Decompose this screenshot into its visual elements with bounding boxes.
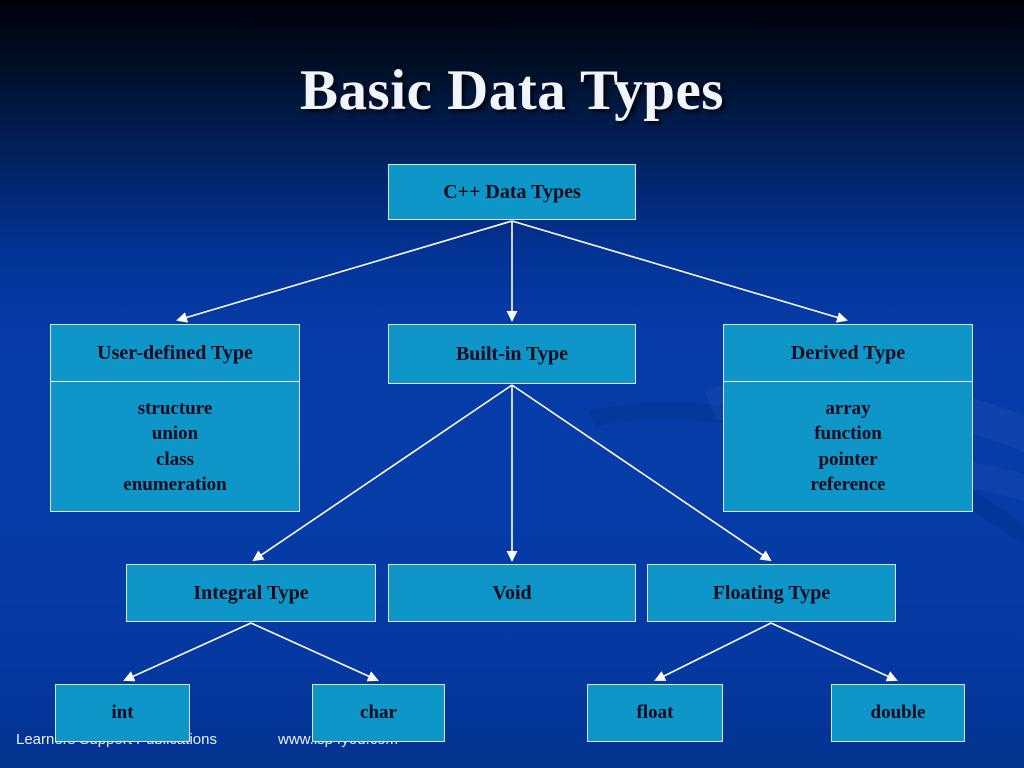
arrow-integral-to-char <box>250 622 379 682</box>
arrow-root-to-derived <box>511 220 848 323</box>
node-item-list: array function pointer reference <box>724 382 972 511</box>
node-divider <box>51 381 299 382</box>
node-label: char <box>360 701 397 723</box>
arrow-floating-to-float <box>654 622 772 681</box>
node-integral-type[interactable]: Integral Type <box>126 564 376 622</box>
node-label: User-defined Type <box>97 342 253 364</box>
arrow-builtin-to-floating <box>511 384 772 562</box>
node-char[interactable]: char <box>312 684 445 742</box>
node-label: Derived Type <box>790 342 906 364</box>
arrow-floating-to-double <box>770 622 898 682</box>
node-label: double <box>870 701 926 723</box>
node-label: Floating Type <box>712 582 831 604</box>
node-label: C++ Data Types <box>443 181 581 203</box>
list-item: array <box>825 398 871 420</box>
node-derived-type[interactable]: Derived Type array function pointer refe… <box>723 324 973 512</box>
list-item: union <box>151 423 199 445</box>
node-label: Void <box>492 582 532 604</box>
node-item-list: structure union class enumeration <box>51 382 299 511</box>
node-label: Integral Type <box>193 582 309 604</box>
node-label: int <box>111 701 134 723</box>
list-item: enumeration <box>123 473 227 495</box>
node-label: Built-in Type <box>455 343 569 365</box>
list-item: function <box>814 423 882 445</box>
arrow-builtin-to-integral <box>252 384 513 562</box>
node-floating-type[interactable]: Floating Type <box>647 564 896 622</box>
arrow-integral-to-int <box>123 622 252 682</box>
node-float[interactable]: float <box>587 684 723 742</box>
arrow-root-to-user <box>176 220 513 323</box>
slide-title: Basic Data Types <box>300 59 724 122</box>
list-item: reference <box>810 473 886 495</box>
list-item: class <box>156 448 194 470</box>
node-divider <box>724 381 972 382</box>
list-item: structure <box>137 398 213 420</box>
node-int[interactable]: int <box>55 684 190 742</box>
node-built-in-type[interactable]: Built-in Type <box>388 324 636 384</box>
list-item: pointer <box>818 448 878 470</box>
node-double[interactable]: double <box>831 684 965 742</box>
node-cpp-data-types[interactable]: C++ Data Types <box>388 164 636 220</box>
node-user-defined-type[interactable]: User-defined Type structure union class … <box>50 324 300 512</box>
node-void[interactable]: Void <box>388 564 636 622</box>
node-label: float <box>636 701 674 723</box>
